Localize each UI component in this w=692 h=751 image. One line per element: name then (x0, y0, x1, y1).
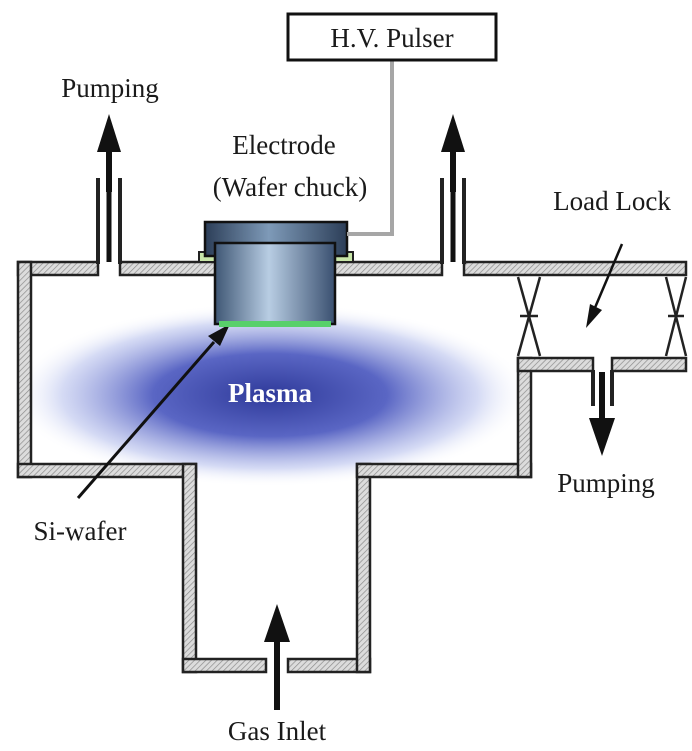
gas-inlet-arrow (264, 604, 290, 710)
load-lock-label: Load Lock (553, 186, 671, 216)
pump-arrow-left (97, 114, 121, 262)
load-lock-pointer-arrow (586, 243, 624, 328)
pump-arrow-right (441, 114, 465, 262)
electrode-label-line1: Electrode (232, 130, 335, 160)
pump-arrow-loadlock (589, 372, 615, 456)
pumping-left-label: Pumping (61, 73, 159, 103)
electrode-label-line2: (Wafer chuck) (213, 172, 367, 202)
gas-inlet-label: Gas Inlet (228, 716, 327, 746)
si-wafer-layer (219, 321, 331, 327)
si-wafer-label: Si-wafer (34, 516, 127, 546)
si-wafer-pointer-arrow (76, 324, 230, 499)
hv-pulser-box (286, 12, 498, 62)
hv-pulser-label: H.V. Pulser (330, 23, 453, 53)
plasma-glow (10, 303, 530, 487)
chamber-walls (16, 178, 688, 674)
pumping-right-label: Pumping (557, 468, 655, 498)
hv-wire (347, 56, 394, 236)
electrode-wafer-chuck (198, 220, 354, 327)
gate-valve-left (516, 276, 542, 357)
plasma-label: Plasma (228, 378, 312, 408)
gate-valve-right (664, 276, 688, 357)
